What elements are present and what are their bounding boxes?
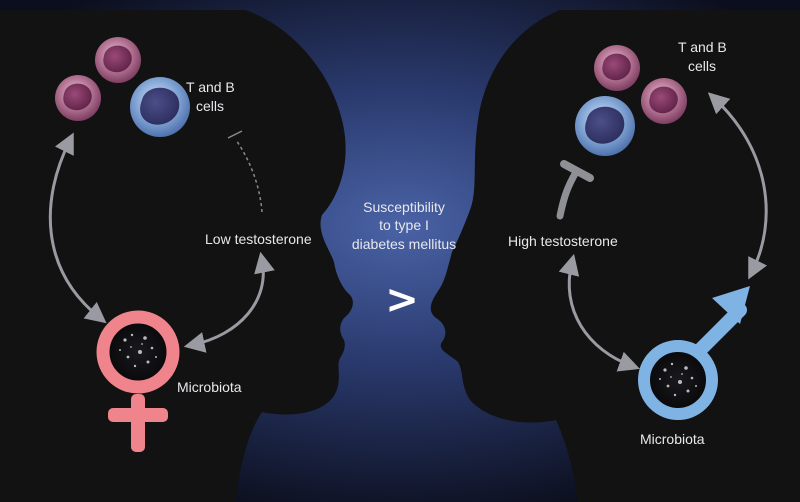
left-t-cell-top: [95, 37, 141, 83]
left-hormone-microbiota-arrow: [183, 251, 275, 353]
right-t-cell-top: [594, 45, 640, 91]
right-strong-inhibition-line: [556, 168, 580, 220]
right-b-cell: [575, 96, 635, 156]
comparison-symbol: >: [385, 277, 419, 323]
left-cells-label-line1: T and B: [186, 79, 235, 95]
right-microbiota-label: Microbiota: [640, 431, 705, 447]
right-t-cell-lower: [641, 78, 687, 124]
left-weak-inhibition-line: [235, 139, 263, 213]
venus-symbol-icon: [96, 310, 180, 452]
right-hormone-microbiota-arrow: [558, 253, 640, 372]
left-microbiota-label: Microbiota: [177, 379, 242, 395]
left-inhibition-bar: [227, 130, 243, 139]
left-b-cell: [130, 77, 190, 137]
right-hormone-label: High testosterone: [508, 233, 618, 249]
mars-symbol-icon: [638, 286, 750, 420]
left-hormone-label: Low testosterone: [205, 231, 312, 247]
left-cells-label-line2: cells: [196, 98, 224, 114]
center-label-line3: diabetes mellitus: [352, 236, 456, 252]
right-inhibition-bar: [560, 160, 594, 182]
left-cells-microbiota-arrow: [48, 132, 107, 324]
right-cells-microbiota-arrow: [707, 92, 768, 280]
right-cells-label-line2: cells: [688, 58, 716, 74]
center-label-line1: Susceptibility: [363, 199, 445, 215]
center-label-line2: to type I: [379, 217, 429, 233]
left-t-cell-lower: [55, 75, 101, 121]
right-cells-label-line1: T and B: [678, 39, 727, 55]
